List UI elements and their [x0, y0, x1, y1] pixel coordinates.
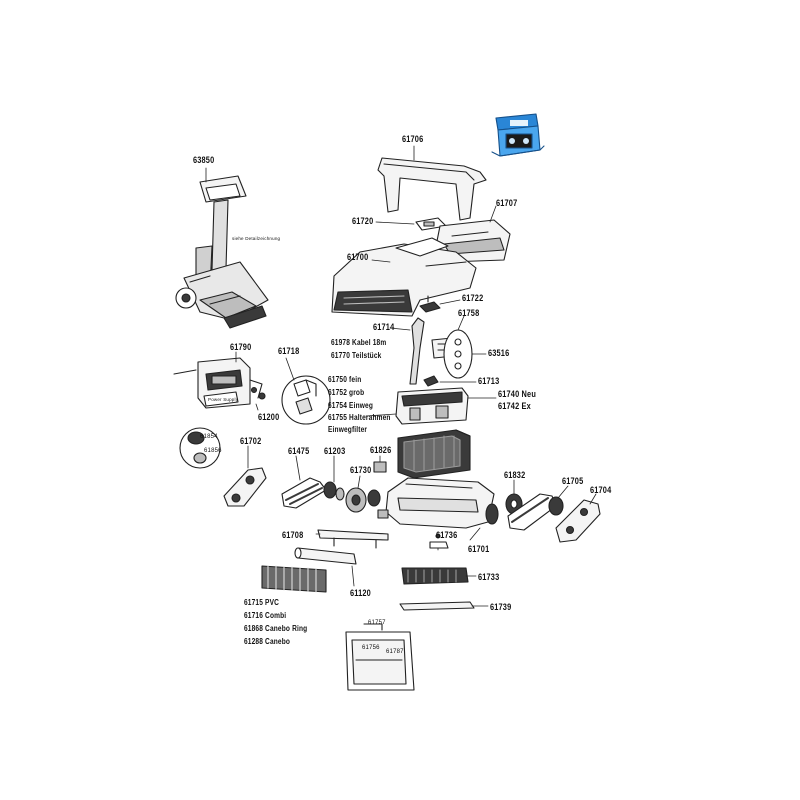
- caddy-cart: [176, 176, 268, 328]
- label-61854: 61854: [200, 434, 218, 440]
- track-belt: [282, 478, 326, 508]
- label-einwegfilter: Einwegfilter: [328, 425, 368, 434]
- label-61718: 61718: [278, 346, 300, 356]
- label-61758: 61758: [458, 308, 480, 318]
- filter-basket: [398, 430, 470, 478]
- label-61856: 61856: [204, 448, 222, 454]
- label-61714: 61714: [373, 322, 395, 332]
- detail-circle-61718: [282, 376, 330, 424]
- detail-circle-61854: [180, 428, 220, 468]
- label-61868: 61868 Canebo Ring: [244, 624, 308, 633]
- float-part: [444, 330, 472, 378]
- label-61704: 61704: [590, 485, 612, 495]
- label-61706: 61706: [402, 134, 424, 144]
- label-61713: 61713: [478, 376, 500, 386]
- label-61722: 61722: [462, 293, 484, 303]
- label-61733: 61733: [478, 572, 500, 582]
- label-61756: 61756: [362, 645, 380, 651]
- wheel-set-61203: [324, 482, 344, 500]
- label-61978: 61978 Kabel 18m: [331, 338, 387, 347]
- track-right: [508, 494, 563, 530]
- label-61701: 61701: [468, 544, 490, 554]
- label-61702: 61702: [240, 436, 262, 446]
- motor-unit: [396, 388, 468, 424]
- small-clip-61722: [420, 296, 440, 312]
- label-63516: 63516: [488, 348, 510, 358]
- label-61754: 61754 Einweg: [328, 401, 373, 410]
- label-61770: 61770 Teilstück: [331, 351, 382, 360]
- label-cart-note: siehe Detailzeichnung: [232, 236, 281, 241]
- brush-strip: [402, 568, 468, 584]
- chassis-body: [378, 478, 498, 528]
- label-61203: 61203: [324, 446, 346, 456]
- label-61200: 61200: [258, 412, 280, 422]
- leader-lines: [205, 145, 597, 607]
- label-power-supply: Power Supply: [208, 397, 239, 402]
- label-61739: 61739: [490, 602, 512, 612]
- label-61752: 61752 grob: [328, 388, 365, 397]
- label-61288: 61288 Canebo: [244, 637, 291, 646]
- label-61730: 61730: [350, 465, 372, 475]
- power-supply: [174, 358, 265, 408]
- housing-part: [332, 238, 476, 316]
- label-61720: 61720: [352, 216, 374, 226]
- label-61790: 61790: [230, 342, 252, 352]
- side-plate-left: [224, 468, 266, 506]
- brush-roller: [262, 566, 326, 592]
- label-61826: 61826: [370, 445, 392, 455]
- label-61707: 61707: [496, 198, 518, 208]
- filter-box: [346, 624, 414, 690]
- label-61708: 61708: [282, 530, 304, 540]
- label-61475: 61475: [288, 446, 310, 456]
- label-61700: 61700: [347, 252, 369, 262]
- side-plate-right: [556, 500, 600, 542]
- wheel-61730: [346, 488, 380, 512]
- label-61787: 61787: [386, 649, 404, 655]
- label-61750: 61750 fein: [328, 375, 362, 384]
- label-61832: 61832: [504, 470, 526, 480]
- label-61715: 61715 PVC: [244, 598, 280, 607]
- label-61736: 61736: [436, 530, 458, 540]
- label-61120: 61120: [350, 588, 371, 598]
- robot-photo: [491, 108, 545, 157]
- label-61757: 61757: [368, 620, 386, 626]
- label-63850: 63850: [193, 155, 215, 165]
- bottom-plate: [400, 602, 474, 610]
- label-61740: 61740 Neu: [498, 389, 537, 399]
- brush-bar-61708: [318, 530, 388, 548]
- roller-tube: [295, 548, 356, 564]
- label-61742: 61742 Ex: [498, 401, 531, 411]
- handle-part: [378, 158, 486, 220]
- small-part-61736: [430, 534, 448, 548]
- clip-61713: [424, 376, 438, 386]
- label-61705: 61705: [562, 476, 584, 486]
- label-61716: 61716 Combi: [244, 611, 287, 620]
- label-61755: 61755 Halterahmen: [328, 413, 391, 422]
- small-part-61826: [374, 462, 386, 472]
